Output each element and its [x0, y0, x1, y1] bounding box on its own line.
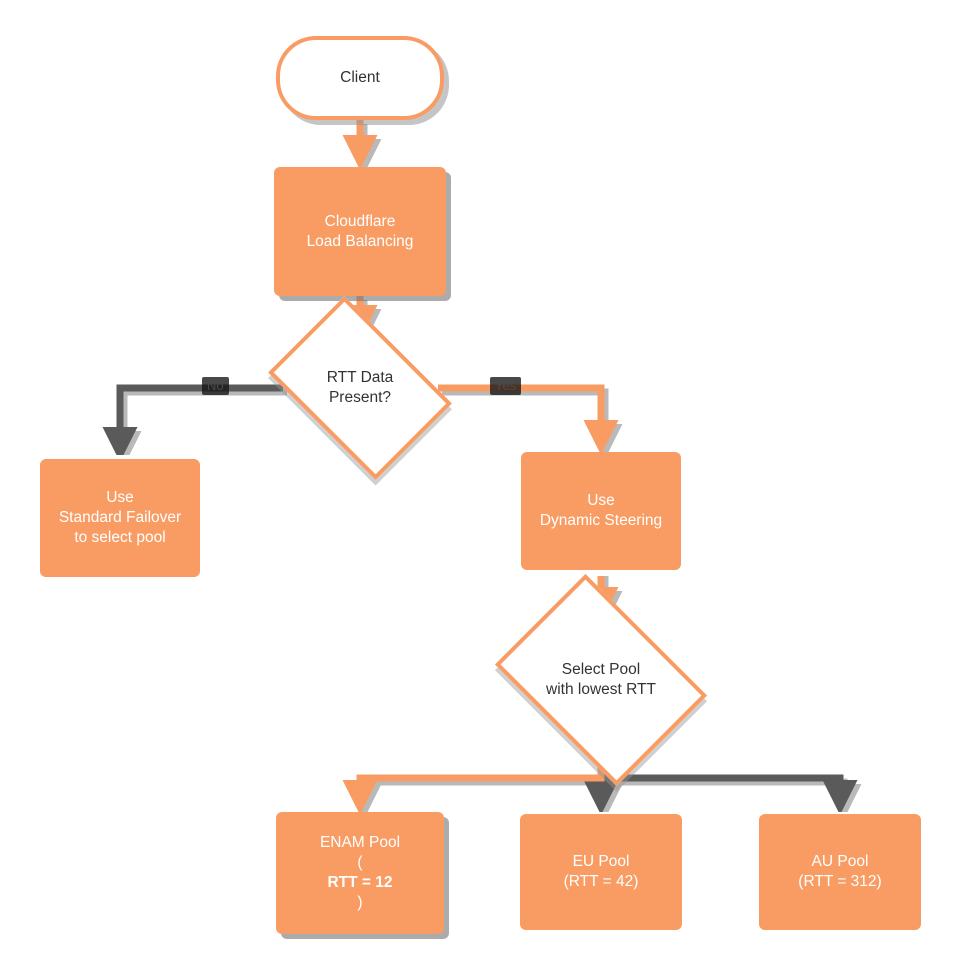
- node-enam-pool-rtt: ( RTT = 12): [320, 853, 400, 912]
- node-rtt-decision-label: RTT Data Present?: [326, 369, 394, 406]
- node-standard-failover-label: Use Standard Failover to select pool: [58, 489, 182, 546]
- edge-select-pool-to-au-pool: [601, 774, 858, 815]
- node-eu-pool[interactable]: EU Pool (RTT = 42): [520, 814, 682, 930]
- edge-rtt-decision-to-standard-failover: [102, 384, 283, 462]
- node-select-pool-label: Select Pool with lowest RTT: [546, 661, 656, 698]
- node-load-balancing[interactable]: Cloudflare Load Balancing: [274, 167, 446, 296]
- node-client-label: Client: [340, 69, 380, 87]
- enam-close-paren: ): [357, 893, 363, 911]
- node-standard-failover[interactable]: Use Standard Failover to select pool: [40, 459, 200, 577]
- edge-select-pool-to-enam-pool: [342, 745, 605, 815]
- node-load-balancing-label: Cloudflare Load Balancing: [306, 212, 414, 250]
- node-dynamic-steering-label: Use Dynamic Steering: [539, 492, 663, 529]
- node-select-pool[interactable]: Select Pool with lowest RTT: [494, 573, 708, 787]
- node-client[interactable]: Client: [276, 36, 444, 120]
- node-au-pool-label: AU Pool (RTT = 312): [798, 853, 882, 890]
- node-enam-pool[interactable]: ENAM Pool (RTT = 12): [276, 812, 444, 934]
- edge-rtt-decision-to-dynamic-steering: [438, 384, 619, 455]
- node-enam-pool-label: ENAM Pool (RTT = 12): [319, 834, 401, 912]
- node-au-pool[interactable]: AU Pool (RTT = 312): [759, 814, 921, 930]
- enam-rtt-value: RTT = 12: [327, 874, 393, 891]
- node-eu-pool-label: EU Pool (RTT = 42): [563, 853, 639, 890]
- enam-open-paren: (: [357, 854, 363, 872]
- node-rtt-decision[interactable]: RTT Data Present?: [268, 296, 452, 480]
- edge-label-no: No: [202, 377, 229, 396]
- node-dynamic-steering[interactable]: Use Dynamic Steering: [521, 452, 681, 570]
- edge-label-yes: Yes: [490, 377, 522, 396]
